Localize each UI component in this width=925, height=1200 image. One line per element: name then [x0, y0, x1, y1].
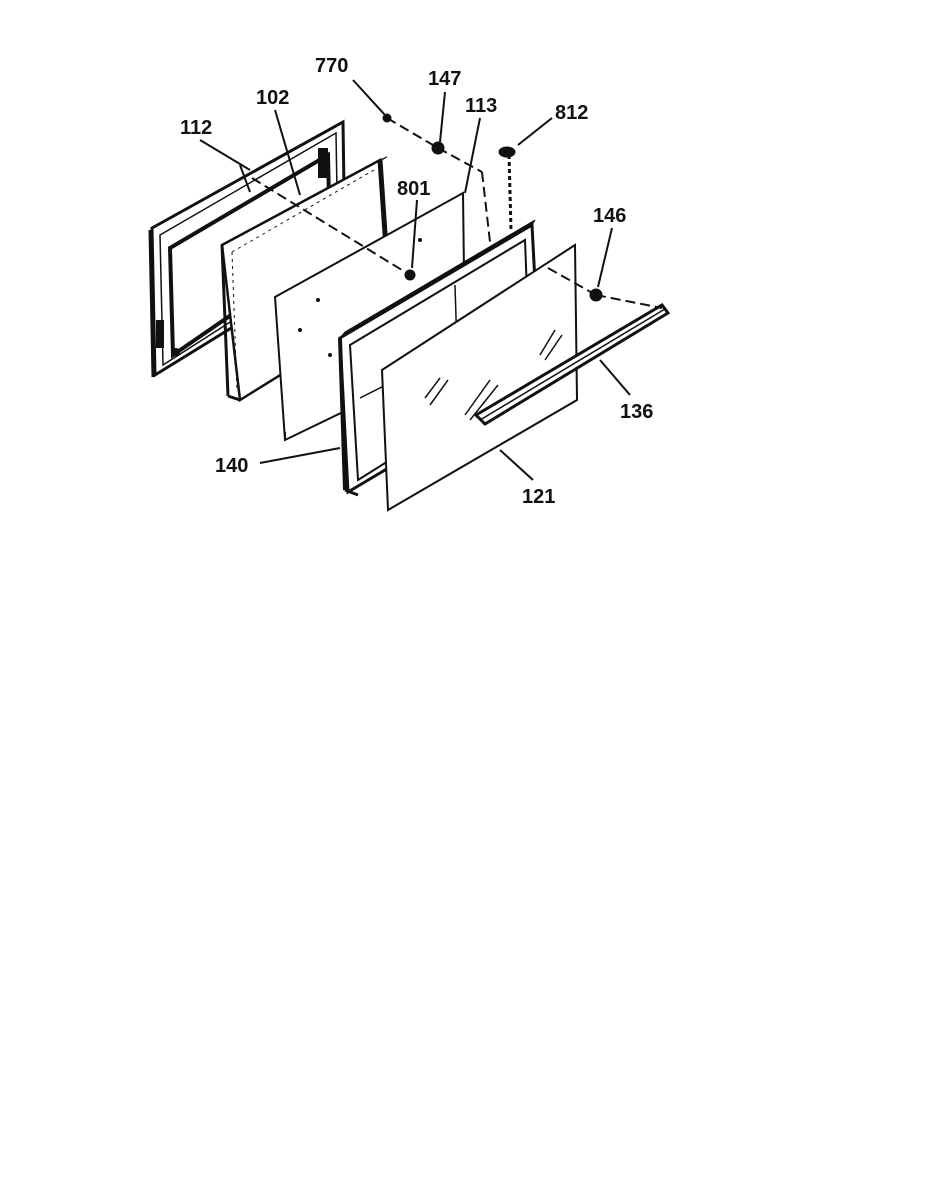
callout-140: 140: [215, 455, 248, 477]
callout-770: 770: [315, 55, 348, 77]
outer-glass: [380, 243, 579, 512]
assembly-lines: [251, 117, 663, 309]
leader-lines: [199, 79, 631, 481]
callout-801: 801: [397, 178, 430, 200]
callout-102: 102: [256, 87, 289, 109]
callout-112: 112: [180, 117, 212, 139]
door-handle: [473, 303, 671, 426]
callout-147: 147: [428, 68, 461, 90]
callout-146: 146: [593, 205, 626, 227]
callout-121: 121: [522, 486, 555, 508]
screw-812-head-icon: [498, 146, 516, 158]
callout-136: 136: [620, 401, 653, 423]
callout-812: 812: [555, 102, 588, 124]
callout-labels: 770 147 113 812 102 112 801 146 136 140 …: [180, 55, 653, 508]
callout-113: 113: [465, 95, 497, 117]
